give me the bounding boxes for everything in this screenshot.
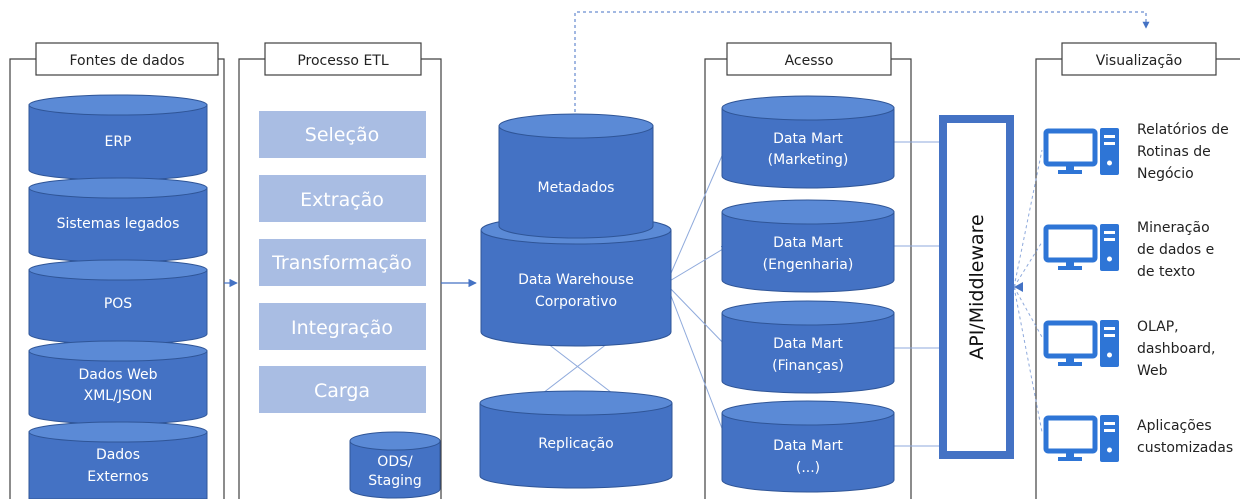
metadata-cylinder: Metadados [498, 113, 654, 239]
visualization-item-mining: Mineração de dados e de texto [1043, 220, 1214, 280]
staging-label: Staging [368, 473, 422, 489]
metadata-label: Metadados [538, 180, 615, 196]
desktop-computer-icon [1043, 128, 1119, 175]
visualization-label: Relatórios de [1137, 122, 1229, 138]
warehouse-to-marts-connectors [667, 141, 730, 445]
replication-label: Replicação [538, 436, 614, 452]
etl-column: Processo ETL [238, 42, 442, 499]
source-label: XML/JSON [84, 388, 153, 404]
visualization-column: Visualização [1035, 42, 1240, 499]
etl-step-label: Integração [291, 317, 393, 339]
visualization-label: Mineração [1137, 220, 1210, 236]
data-mart-label: Data Mart [773, 131, 843, 147]
source-cylinder-web: Dados Web XML/JSON [28, 340, 208, 425]
desktop-computer-icon [1043, 415, 1119, 462]
source-label: Externos [87, 469, 148, 485]
sources-column-title: Fontes de dados [69, 53, 184, 69]
source-label: Dados [96, 447, 140, 463]
data-mart-label: (Finanças) [772, 358, 844, 374]
data-mart-marketing: Data Mart (Marketing) [721, 95, 895, 189]
data-mart-other: Data Mart (...) [721, 400, 895, 493]
etl-steps: Seleção Extração Transformação Integraçã… [259, 111, 426, 413]
api-middleware-box: API/Middleware [939, 115, 1014, 459]
etl-step-label: Seleção [305, 124, 379, 146]
data-mart-label: Data Mart [773, 235, 843, 251]
source-cylinder-legacy: Sistemas legados [28, 177, 208, 263]
data-mart-label: (Marketing) [768, 152, 849, 168]
visualization-label: de texto [1137, 264, 1195, 280]
visualization-label: customizadas [1137, 440, 1233, 456]
source-cylinder-external: Dados Externos [28, 421, 208, 499]
etl-column-title: Processo ETL [297, 53, 389, 69]
data-mart-engenharia: Data Mart (Engenharia) [721, 199, 895, 293]
data-mart-label: (Engenharia) [763, 257, 854, 273]
desktop-computer-icon [1043, 224, 1119, 271]
source-label: Dados Web [78, 367, 157, 383]
sources-column: Fontes de dados [9, 42, 225, 499]
access-column: Acesso [704, 42, 912, 499]
source-label: POS [104, 296, 132, 312]
visualization-label: OLAP, [1137, 319, 1179, 335]
source-label: Sistemas legados [57, 216, 180, 232]
data-mart-label: Data Mart [773, 438, 843, 454]
warehouse-label: Data Warehouse [518, 272, 634, 288]
warehouse-label: Corporativo [535, 294, 617, 310]
staging-label: ODS/ [377, 454, 413, 470]
etl-step-label: Carga [314, 380, 370, 402]
data-mart-financas: Data Mart (Finanças) [721, 300, 895, 394]
visualization-label: Rotinas de [1137, 144, 1211, 160]
visualization-label: de dados e [1137, 242, 1214, 258]
source-label: ERP [104, 134, 131, 150]
visualization-column-title: Visualização [1096, 53, 1182, 69]
data-mart-label: Data Mart [773, 336, 843, 352]
visualization-label: Negócio [1137, 166, 1194, 182]
visualization-label: Aplicações [1137, 418, 1212, 434]
marts-to-api-connectors [893, 141, 939, 447]
api-middleware-label: API/Middleware [966, 214, 988, 360]
etl-step-label: Transformação [271, 252, 412, 274]
source-cylinder-erp: ERP [28, 94, 208, 181]
visualization-item-reports: Relatórios de Rotinas de Negócio [1043, 122, 1229, 182]
source-cylinder-pos: POS [28, 259, 208, 345]
api-arrowhead [1014, 282, 1023, 292]
desktop-computer-icon [1043, 320, 1119, 367]
replication-cylinder: Replicação [479, 390, 673, 489]
visualization-item-olap: OLAP, dashboard, Web [1043, 319, 1216, 379]
access-column-title: Acesso [785, 53, 834, 69]
data-mart-label: (...) [796, 460, 820, 476]
visualization-item-custom-apps: Aplicações customizadas [1043, 415, 1233, 462]
api-to-visualization-connectors [1013, 149, 1043, 433]
etl-step-label: Extração [300, 189, 384, 211]
staging-cylinder: ODS/ Staging [349, 431, 441, 499]
visualization-label: Web [1137, 363, 1168, 379]
visualization-label: dashboard, [1137, 341, 1216, 357]
metadata-feedback-connector [574, 11, 1150, 112]
